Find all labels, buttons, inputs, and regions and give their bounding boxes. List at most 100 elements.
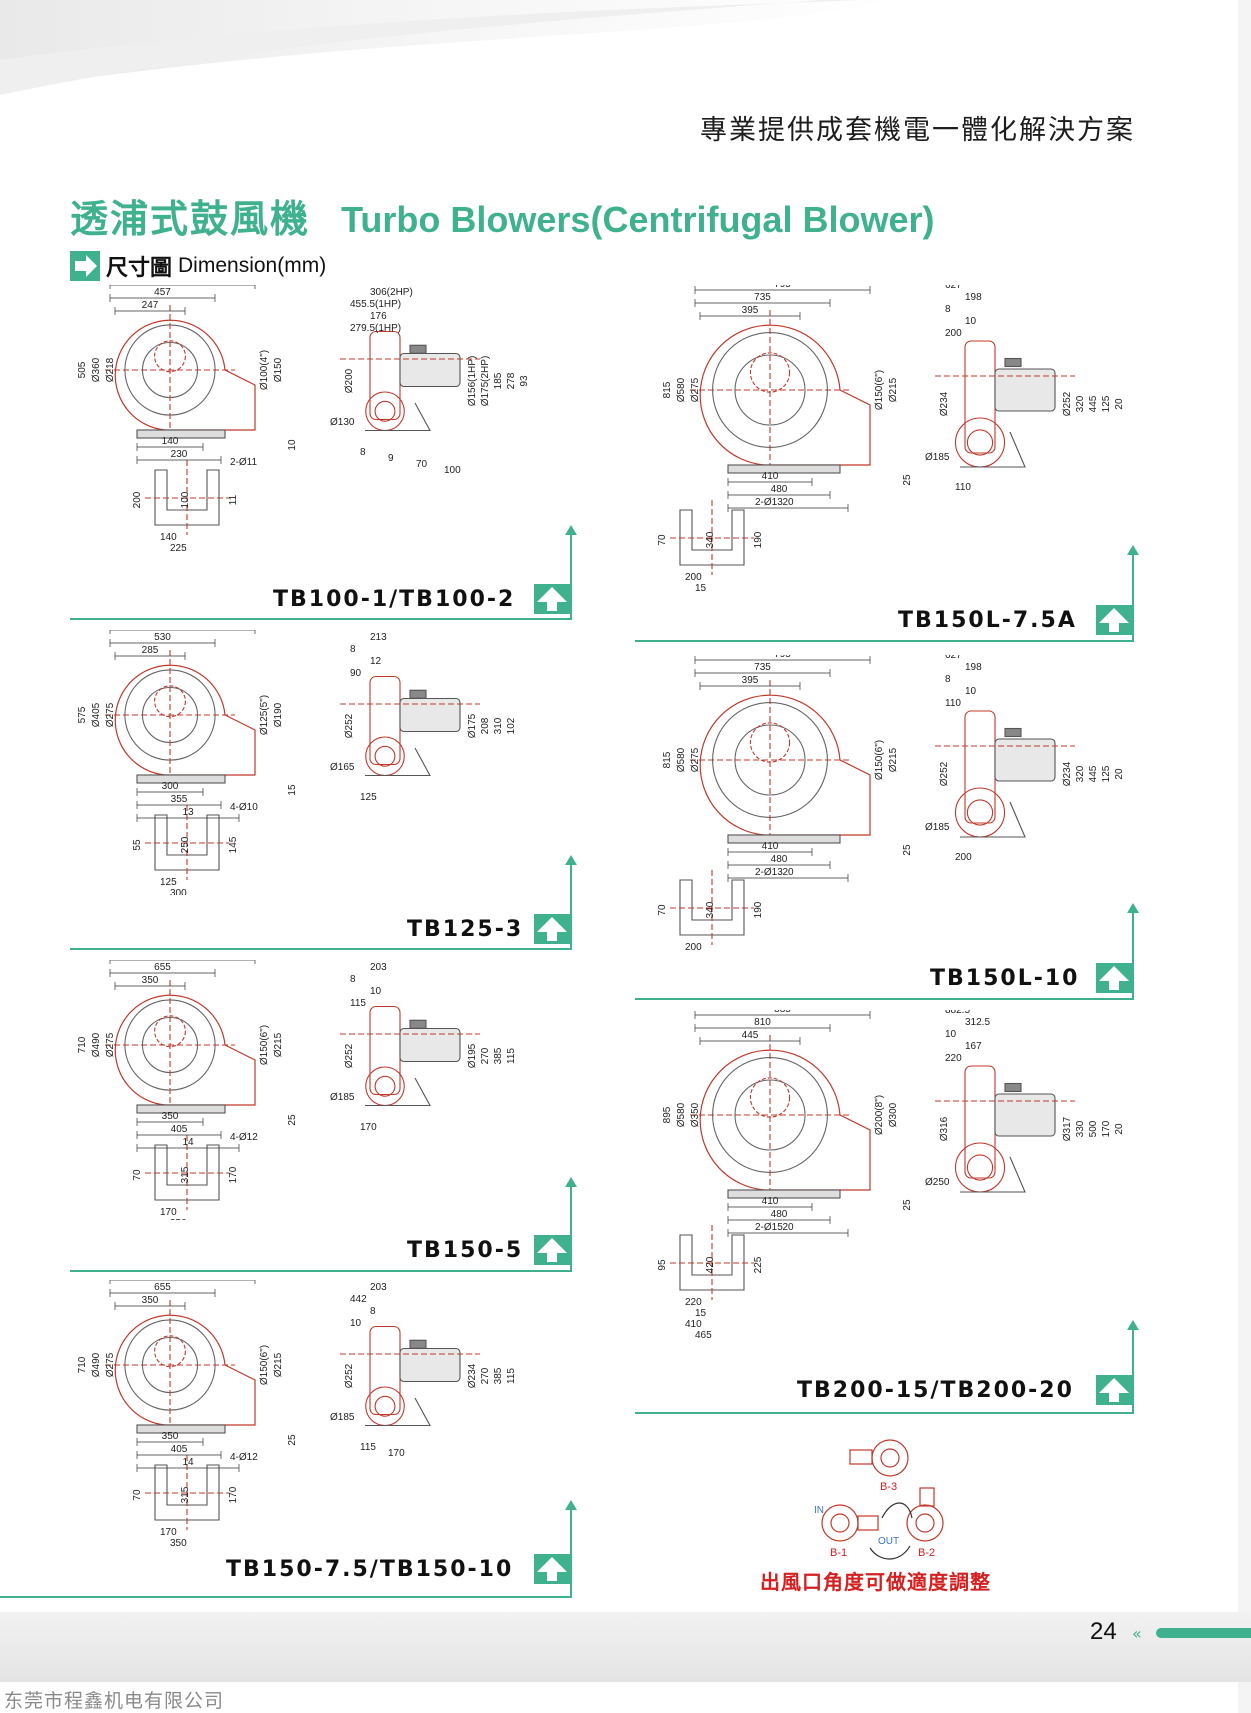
blower-drawing-tb150_5: 71765535035040514710Ø490Ø275Ø150(6")Ø215…: [77, 960, 517, 1220]
dimension-label: Ø252: [344, 1363, 355, 1388]
dimension-label: 203: [370, 962, 387, 973]
dimension-label: Ø252: [344, 1043, 355, 1068]
dimension-label: 9: [388, 453, 394, 464]
dimension-label: 100: [180, 491, 191, 508]
dimension-label: 575: [77, 706, 88, 723]
dimension-label: 315: [180, 1166, 191, 1183]
dimension-label: 203: [370, 1282, 387, 1293]
dimension-label: Ø350: [690, 1102, 701, 1127]
dimension-label: 8: [370, 1306, 376, 1317]
dimension-label: 400: [160, 1549, 177, 1550]
model-label-tb200: TB200-15/TB200-20: [797, 1378, 1074, 1403]
section-divider: [70, 948, 572, 950]
section-heading: 尺寸圖 Dimension(mm): [70, 250, 326, 282]
dimension-label: 220: [945, 1053, 962, 1064]
dimension-label: 2-Ø13: [755, 867, 783, 878]
dimension-label: 645: [350, 1280, 367, 1281]
dimension-label: 315: [180, 1486, 191, 1503]
dimension-label: 110: [945, 698, 961, 709]
dimension-label: Ø150(6"): [259, 1025, 270, 1065]
outlet-label-b1: B-1: [830, 1547, 847, 1559]
outlet-orientation-diagram: B-3 B-1 B-2 IN OUT: [814, 1439, 944, 1560]
dimension-label: 465: [695, 1330, 712, 1341]
dimension-label: 198: [965, 662, 982, 673]
dimension-label: Ø405: [91, 702, 102, 727]
dimension-label: 20: [782, 497, 794, 508]
dimension-label: 170: [228, 1486, 239, 1503]
dimension-label: 200: [945, 328, 962, 339]
up-arrow-icon: [1096, 963, 1132, 993]
dimension-label: 15: [695, 1308, 707, 1319]
model-label-tb125: TB125-3: [407, 917, 524, 942]
dimension-label: Ø275: [105, 702, 116, 727]
dimension-label: Ø316: [939, 1116, 950, 1141]
up-arrow-icon: [534, 914, 570, 944]
dimension-label: 735: [754, 292, 771, 303]
dimension-label: 200: [685, 572, 702, 583]
dimension-label: Ø156(1HP): [467, 356, 478, 407]
dimension-label: 140: [162, 436, 179, 447]
dimension-label: 4-Ø12: [230, 1452, 258, 1463]
dimension-label: Ø150(6"): [259, 1345, 270, 1385]
dimension-label: 420: [705, 1256, 716, 1273]
outlet-label-b2: B-2: [918, 1547, 935, 1559]
blower-drawing-tb200: 88581044541048020895Ø580Ø350Ø200(8")Ø300…: [657, 1010, 1125, 1341]
dimension-label: 70: [132, 1489, 143, 1501]
dimension-label: 55: [132, 839, 143, 851]
dimension-label: 170: [160, 1207, 177, 1218]
page-title: 透浦式鼓風機 Turbo Blowers(Centrifugal Blower): [70, 188, 934, 243]
dimension-label: 306(2HP): [370, 287, 413, 298]
dimension-label: 312.5: [965, 1017, 990, 1028]
dimension-label: Ø175: [467, 713, 478, 738]
dimension-label: 410: [762, 1196, 779, 1207]
dimension-label: 882.5: [945, 1010, 970, 1016]
dimension-label: Ø580: [676, 747, 687, 772]
dimension-label: Ø195: [467, 1043, 478, 1068]
dimension-label: 200: [955, 852, 972, 863]
dimension-label: 270: [480, 1047, 491, 1064]
section-divider: [70, 618, 572, 620]
page-number: 24: [1090, 1618, 1117, 1645]
section-divider: [70, 1270, 572, 1272]
watermark-text: 东莞市程鑫机电有限公司: [4, 1690, 225, 1712]
dimension-label: 115: [506, 1048, 517, 1064]
dimension-label: 530: [154, 632, 171, 643]
dimension-label: Ø150: [273, 357, 284, 382]
dimension-label: 230: [171, 449, 188, 460]
model-label-tb100: TB100-1/TB100-2: [273, 587, 516, 612]
dimension-label: Ø360: [91, 357, 102, 382]
dimension-label: 20: [1114, 398, 1125, 410]
dimension-label: Ø580: [676, 377, 687, 402]
dimension-label: 70: [657, 534, 668, 546]
drawing-panel-tb150_75: 71765535035040514710Ø490Ø275Ø150(6")Ø215…: [70, 1280, 570, 1590]
dimension-label: 15: [287, 784, 298, 796]
dimension-label: 250: [180, 836, 191, 853]
dimension-label: Ø215: [273, 1032, 284, 1057]
dimension-label: 225: [753, 1256, 764, 1273]
model-label-tb150l_10: TB150L-10: [930, 966, 1080, 991]
dimension-label: 95: [657, 1259, 668, 1271]
dimension-label: 93: [519, 375, 530, 387]
dimension-label: Ø300: [888, 1102, 899, 1127]
dimension-label: 395: [742, 675, 759, 686]
dimension-label: 185: [493, 372, 504, 389]
dimension-label: 480: [771, 854, 788, 865]
dimension-label: 285: [142, 645, 159, 656]
dimension-label: 170: [160, 1527, 177, 1538]
dimension-label: 278: [506, 372, 517, 389]
dimension-label: 15: [695, 583, 707, 594]
section-divider: [0, 1596, 572, 1598]
dimension-label: 480: [771, 1209, 788, 1220]
dimension-label: 355: [171, 794, 188, 805]
dimension-label: Ø234: [1062, 761, 1073, 786]
dimension-label: Ø185: [330, 1412, 355, 1423]
dimension-label: Ø200(8"): [874, 1095, 885, 1135]
divider-arrow-line: [565, 1500, 577, 1596]
section-title-english: Dimension(mm): [178, 254, 327, 277]
dimension-label: 167: [965, 1041, 982, 1052]
section-divider: [635, 640, 1134, 642]
dimension-label: 442: [350, 1294, 367, 1305]
blower-drawing-tb125: 58553028530035513575Ø405Ø275Ø125(5")Ø190…: [77, 630, 517, 895]
header-swoosh: [0, 0, 900, 95]
dimension-label: 270: [480, 1367, 491, 1384]
